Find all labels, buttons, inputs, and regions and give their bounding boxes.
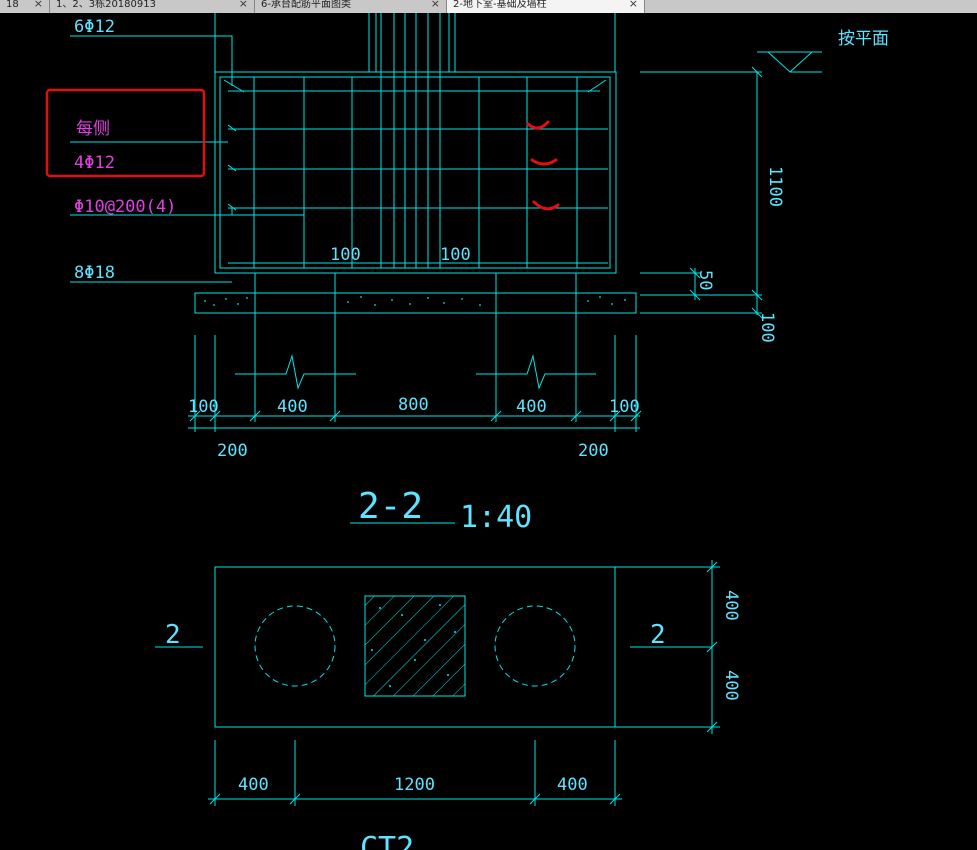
plan-dim-vertical: 400 [721, 590, 741, 621]
redline-markup [526, 120, 560, 211]
dim-row1-item: 100 [609, 397, 640, 417]
dim-row1-item: 100 [188, 397, 219, 417]
plan-column-hatch [364, 595, 466, 697]
plan-dim-bottom: 1200 [394, 775, 435, 795]
inner-dim-left: 100 [330, 245, 361, 265]
plan-cut-mark-left: 2 [165, 620, 181, 650]
level-mark-label: 按平面 [838, 29, 889, 49]
section-text: 6Φ12 8Φ18 按平面 100 100 1100 50 100 100 40… [74, 17, 889, 850]
dim-row1-item: 800 [398, 395, 429, 415]
tab-label: 1、2、3栋20180913 [56, 0, 156, 10]
dim-row2-item: 200 [217, 441, 248, 461]
inner-dim-right: 100 [440, 245, 471, 265]
tab-close-icon[interactable]: × [628, 0, 638, 10]
cad-drawing-canvas[interactable]: 6Φ12 8Φ18 按平面 100 100 1100 50 100 100 40… [0, 13, 977, 850]
tab-drawing-3[interactable]: 6-承台配筋平面图类 × [255, 0, 447, 13]
stirrup-label: Φ10@200(4) [74, 197, 176, 217]
dim-height: 1100 [765, 166, 785, 207]
dim-row2-item: 200 [578, 441, 609, 461]
dim-row1-item: 400 [277, 397, 308, 417]
dim-100-right: 100 [757, 312, 777, 343]
section-title: 2-2 [358, 486, 423, 527]
plan-cut-mark-right: 2 [650, 620, 666, 650]
drawing-tab-bar: 18 × 1、2、3栋20180913 × 6-承台配筋平面图类 × 2-地下室… [0, 0, 977, 13]
plan-title-partial: CT2 [360, 831, 414, 850]
plan-dim-bottom: 400 [238, 775, 269, 795]
annotation-highlight-box [45, 88, 206, 178]
tab-drawing-4[interactable]: 2-地下室-基础及墙柱 × [447, 0, 645, 13]
bottom-rebar-label: 8Φ18 [74, 263, 115, 283]
tab-drawing-1[interactable]: 18 × [0, 0, 50, 13]
dim-50: 50 [695, 270, 715, 290]
tab-drawing-2[interactable]: 1、2、3栋20180913 × [50, 0, 255, 13]
tab-close-icon[interactable]: × [33, 0, 43, 10]
side-rebar-label-line2: 4Φ12 [74, 153, 115, 173]
tab-label: 6-承台配筋平面图类 [261, 0, 351, 10]
section-linework [70, 13, 822, 806]
magenta-text: 每侧 4Φ12 Φ10@200(4) [74, 119, 176, 217]
side-rebar-label-line1: 每侧 [76, 119, 110, 139]
tab-close-icon[interactable]: × [238, 0, 248, 10]
plan-pile-outlines [254, 605, 576, 687]
tab-label: 2-地下室-基础及墙柱 [453, 0, 547, 10]
tab-close-icon[interactable]: × [430, 0, 440, 10]
top-rebar-label: 6Φ12 [74, 17, 115, 37]
tab-label: 18 [6, 0, 19, 10]
plan-dim-bottom: 400 [557, 775, 588, 795]
dim-row1-item: 400 [516, 397, 547, 417]
concrete-speckle [204, 296, 626, 306]
section-scale: 1:40 [460, 500, 532, 535]
plan-dim-vertical: 400 [721, 670, 741, 701]
column-speckle [371, 604, 456, 687]
